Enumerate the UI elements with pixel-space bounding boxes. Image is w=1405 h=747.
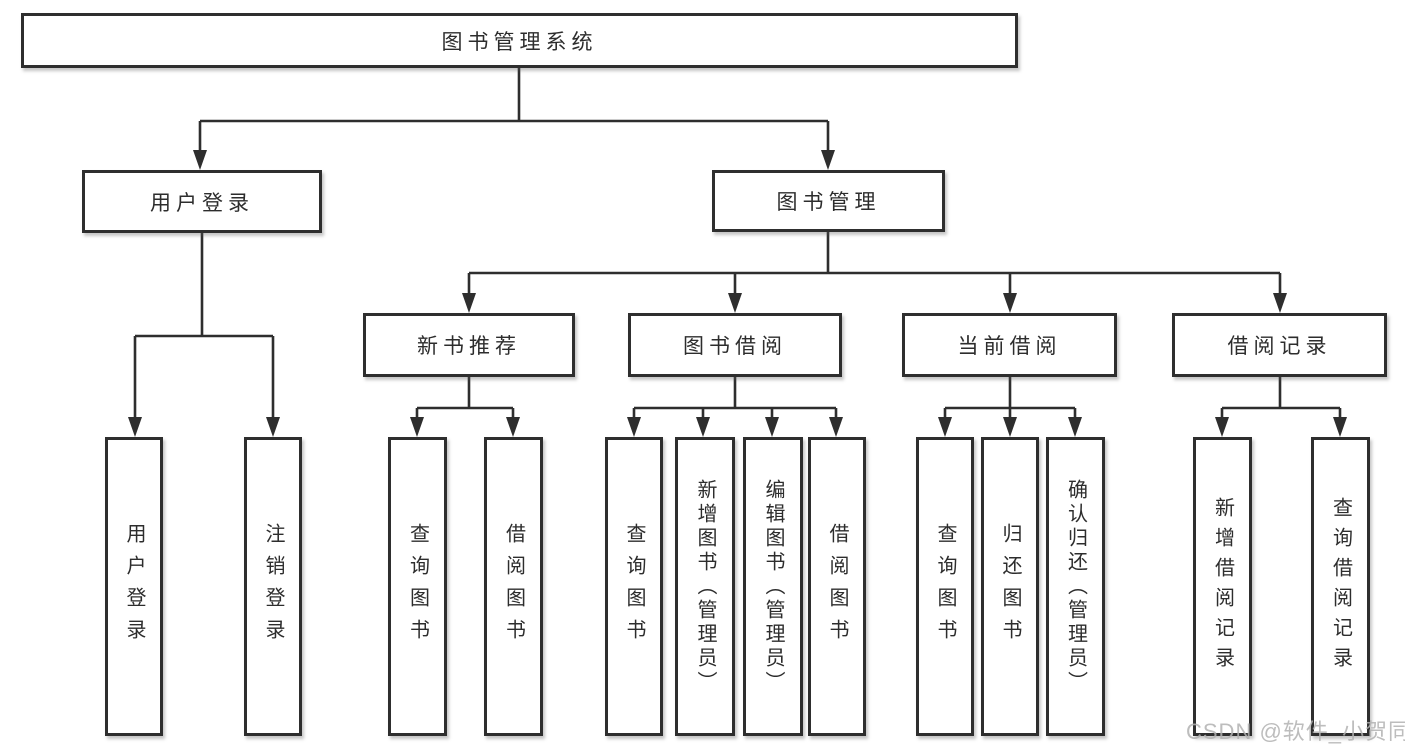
connector-book-mgmt bbox=[467, 232, 1282, 294]
node-root: 图书管理系统 bbox=[21, 13, 1018, 68]
leaf-logout-label: 注销登录 bbox=[262, 522, 284, 651]
leaf-nbr-borrow-books-label: 借阅图书 bbox=[502, 522, 525, 651]
connector-root bbox=[198, 68, 830, 150]
leaf-bb-edit-books-admin-label: 编辑图书（管理员） bbox=[762, 478, 784, 695]
node-current-borrow: 当前借阅 bbox=[902, 313, 1117, 377]
node-user-login-label: 用户登录 bbox=[150, 191, 254, 215]
leaf-logout: 注销登录 bbox=[244, 437, 302, 736]
node-book-borrow: 图书借阅 bbox=[628, 313, 842, 377]
connector-borrow-records bbox=[1220, 377, 1342, 418]
leaf-bb-query-books: 查询图书 bbox=[605, 437, 663, 736]
connector-new-book bbox=[415, 377, 515, 418]
node-current-borrow-label: 当前借阅 bbox=[957, 335, 1062, 358]
leaf-nbr-query-books: 查询图书 bbox=[388, 437, 447, 736]
node-borrow-records: 借阅记录 bbox=[1172, 313, 1387, 377]
leaf-bb-add-books-admin: 新增图书（管理员） bbox=[675, 437, 735, 736]
node-new-book-rec-label: 新书推荐 bbox=[417, 335, 521, 358]
leaf-cb-confirm-return-admin: 确认归还（管理员） bbox=[1046, 437, 1105, 736]
node-user-login: 用户登录 bbox=[82, 170, 322, 233]
leaf-nbr-query-books-label: 查询图书 bbox=[406, 522, 429, 651]
leaf-cb-confirm-return-admin-label: 确认归还（管理员） bbox=[1064, 478, 1087, 695]
leaf-cb-return-books: 归还图书 bbox=[981, 437, 1039, 736]
leaf-user-login: 用户登录 bbox=[105, 437, 163, 736]
leaf-bb-borrow-books: 借阅图书 bbox=[808, 437, 866, 736]
leaf-bb-edit-books-admin: 编辑图书（管理员） bbox=[743, 437, 803, 736]
leaf-cb-query-books: 查询图书 bbox=[916, 437, 974, 736]
leaf-nbr-borrow-books: 借阅图书 bbox=[484, 437, 543, 736]
node-book-mgmt-label: 图书管理 bbox=[776, 191, 881, 214]
connector-user-login bbox=[133, 233, 275, 418]
node-root-label: 图书管理系统 bbox=[441, 30, 598, 54]
leaf-br-query-record-label: 查询借阅记录 bbox=[1329, 496, 1352, 677]
leaf-cb-return-books-label: 归还图书 bbox=[999, 522, 1021, 651]
leaf-cb-query-books-label: 查询图书 bbox=[934, 522, 956, 651]
node-new-book-rec: 新书推荐 bbox=[363, 313, 575, 377]
node-borrow-records-label: 借阅记录 bbox=[1227, 335, 1332, 358]
csdn-watermark: CSDN @软件_小贺同学 bbox=[1186, 719, 1405, 744]
node-book-borrow-label: 图书借阅 bbox=[683, 335, 787, 358]
node-book-mgmt: 图书管理 bbox=[712, 170, 945, 232]
connector-current-borrow bbox=[943, 377, 1077, 418]
leaf-br-add-record: 新增借阅记录 bbox=[1193, 437, 1252, 736]
leaf-br-query-record: 查询借阅记录 bbox=[1311, 437, 1370, 736]
leaf-bb-query-books-label: 查询图书 bbox=[623, 522, 645, 651]
connector-book-borrow bbox=[632, 377, 838, 418]
leaf-br-add-record-label: 新增借阅记录 bbox=[1211, 496, 1234, 677]
leaf-bb-borrow-books-label: 借阅图书 bbox=[826, 522, 848, 651]
leaf-user-login-label: 用户登录 bbox=[123, 522, 145, 651]
leaf-bb-add-books-admin-label: 新增图书（管理员） bbox=[694, 478, 716, 695]
